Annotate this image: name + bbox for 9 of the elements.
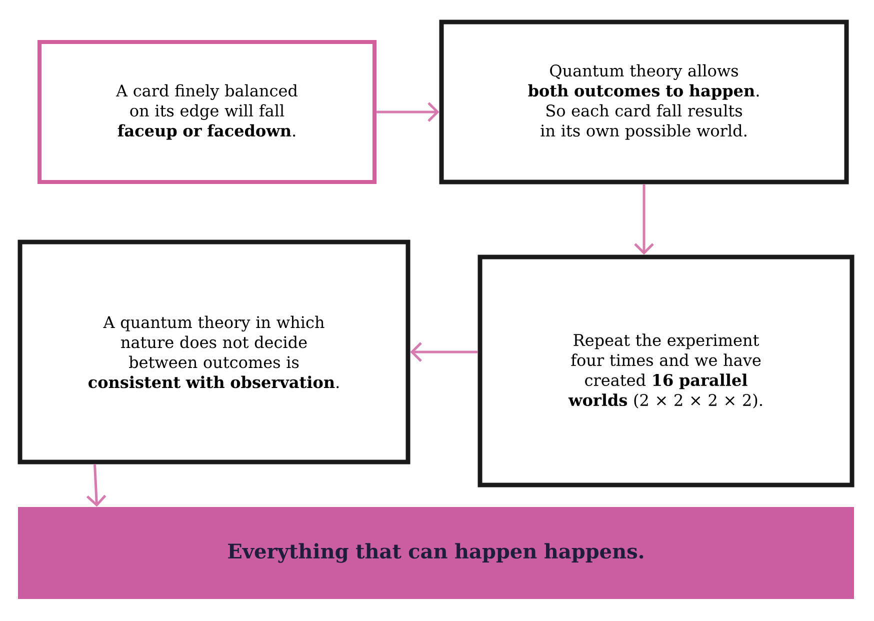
statement-box: Repeat the experiment four times and we have created 16 parallel worlds (2 × 2 × 2 × 2).	[478, 254, 854, 488]
conclusion-banner: Everything that can happen happens.	[18, 507, 854, 599]
arrow	[86, 464, 106, 507]
statement-box: A quantum theory in which nature does not decide between outcomes is consistent with observation.	[18, 240, 410, 464]
arrow	[376, 102, 440, 122]
statement-box: A card finely balanced on its edge will fall faceup or facedown.	[38, 40, 376, 184]
statement-box: Quantum theory allows both outcomes to happen. So each card fall results in its own possible world.	[439, 20, 849, 184]
arrow	[410, 342, 478, 362]
arrow	[634, 184, 654, 255]
